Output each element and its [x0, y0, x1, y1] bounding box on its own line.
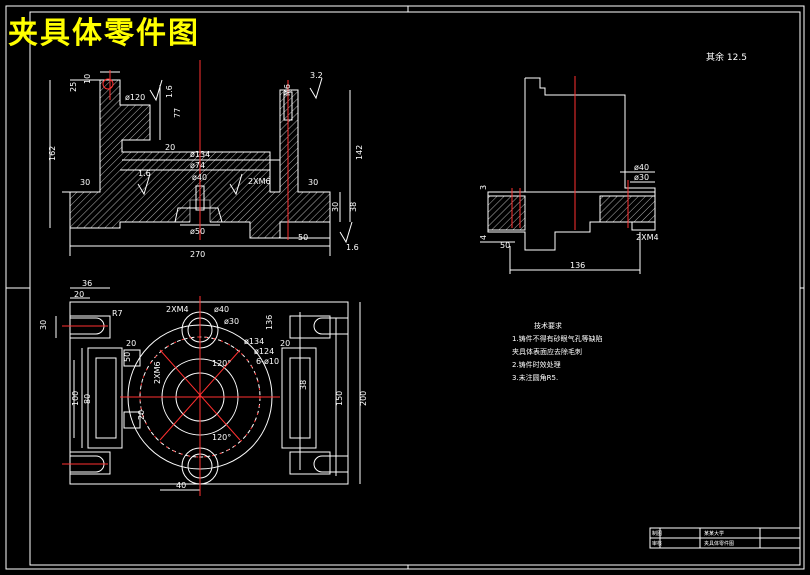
- notes-heading: 技术要求: [534, 322, 562, 330]
- top-dim-150: 150: [335, 391, 344, 406]
- side-dim-4: 4: [479, 235, 488, 240]
- top-dim-100: 100: [71, 391, 80, 406]
- side-dim-d30: ø30: [634, 173, 649, 182]
- top-dim-38: 38: [299, 380, 308, 390]
- side-dim-50: 50: [500, 241, 510, 250]
- dim-50: 50: [298, 233, 308, 242]
- top-dim-200: 200: [359, 391, 368, 406]
- dim-270: 270: [190, 250, 205, 259]
- top-view: [55, 287, 361, 491]
- note-item: 2.铸件时效处理: [512, 361, 561, 369]
- dim-2xm6: 2XM6: [248, 177, 271, 186]
- top-dim-120b: 120°: [212, 433, 231, 442]
- dim-dia50: ø50: [190, 227, 205, 236]
- note-item: 夹具体表面应去除毛刺: [512, 348, 582, 356]
- top-dim-36: 36: [82, 279, 92, 288]
- title-block-name: 夹具体零件图: [704, 541, 735, 547]
- top-dim-136: 136: [265, 315, 274, 330]
- top-dim-20c: 20: [137, 410, 146, 420]
- top-dim-r7: R7: [112, 309, 123, 318]
- dim-30-left: 30: [80, 178, 90, 187]
- dim-25: 25: [69, 82, 78, 92]
- front-centerlines: [102, 60, 289, 240]
- dim-38: 38: [349, 202, 358, 212]
- rough-16c: 1.6: [346, 243, 359, 252]
- dim-dia134: ø134: [190, 150, 210, 159]
- dim-142: 142: [355, 145, 364, 160]
- top-dim-120a: 120°: [212, 359, 231, 368]
- technical-notes: 技术要求 1.铸件不得有砂眼气孔等缺陷 夹具体表面应去除毛刺 2.铸件时效处理 …: [512, 320, 603, 385]
- dim-m6: M6: [283, 84, 292, 96]
- dim-dia40: ø40: [192, 173, 207, 182]
- dim-20: 20: [165, 143, 175, 152]
- roughness-label: 其余: [706, 53, 725, 63]
- top-dim-2xm4: 2XM4: [166, 305, 189, 314]
- top-dim-d40: ø40: [214, 305, 229, 314]
- dim-77: 77: [173, 108, 182, 118]
- title-block-cell-a: 制图: [652, 531, 663, 537]
- top-dim-80: 80: [83, 394, 92, 404]
- title-block-school: 某某大学: [704, 531, 725, 537]
- top-dim-50: 50: [123, 352, 132, 362]
- dim-10: 10: [83, 74, 92, 84]
- zone-ticks: [6, 6, 804, 569]
- title-block-cell-b: 审核: [652, 541, 663, 547]
- roughness-note: 其余 12.5: [706, 50, 747, 63]
- top-centerlines: [62, 296, 280, 496]
- top-dim-holes: 6-ø10: [256, 357, 279, 366]
- side-dim-d40: ø40: [634, 163, 649, 172]
- side-centerlines: [511, 76, 629, 230]
- outer-border: [5, 5, 805, 570]
- rough-16a: 1.6: [165, 85, 174, 98]
- top-dim-20b: 20: [280, 339, 290, 348]
- top-dim-d134: ø134: [244, 337, 264, 346]
- drawing-title: 夹具体零件图: [8, 16, 200, 51]
- top-dim-20: 20: [74, 290, 84, 299]
- rough-32: 3.2: [310, 71, 323, 80]
- side-view: [480, 77, 656, 274]
- dim-dia120: ø120: [125, 93, 145, 102]
- top-dim-40: 40: [176, 481, 186, 490]
- top-dim-30: 30: [39, 320, 48, 330]
- inner-border: [29, 11, 801, 566]
- top-dim-d30: ø30: [224, 317, 239, 326]
- roughness-value: 12.5: [726, 53, 747, 63]
- dim-30-v: 30: [331, 202, 340, 212]
- note-item: 3.未注圆角R5.: [512, 374, 559, 382]
- side-dim-2xm4: 2XM4: [636, 233, 659, 242]
- top-dim-2xm6: 2XM6: [153, 361, 162, 384]
- dim-30-right: 30: [308, 178, 318, 187]
- side-dim-3: 3: [479, 185, 488, 190]
- dim-dia74: ø74: [190, 161, 205, 170]
- side-dim-136: 136: [570, 261, 585, 270]
- title-block: [649, 527, 801, 549]
- dim-162: 162: [48, 146, 57, 161]
- rough-16b: 1.6: [138, 169, 151, 178]
- note-item: 1.铸件不得有砂眼气孔等缺陷: [512, 335, 603, 343]
- top-dim-20a: 20: [126, 339, 136, 348]
- top-dim-d124: ø124: [254, 347, 274, 356]
